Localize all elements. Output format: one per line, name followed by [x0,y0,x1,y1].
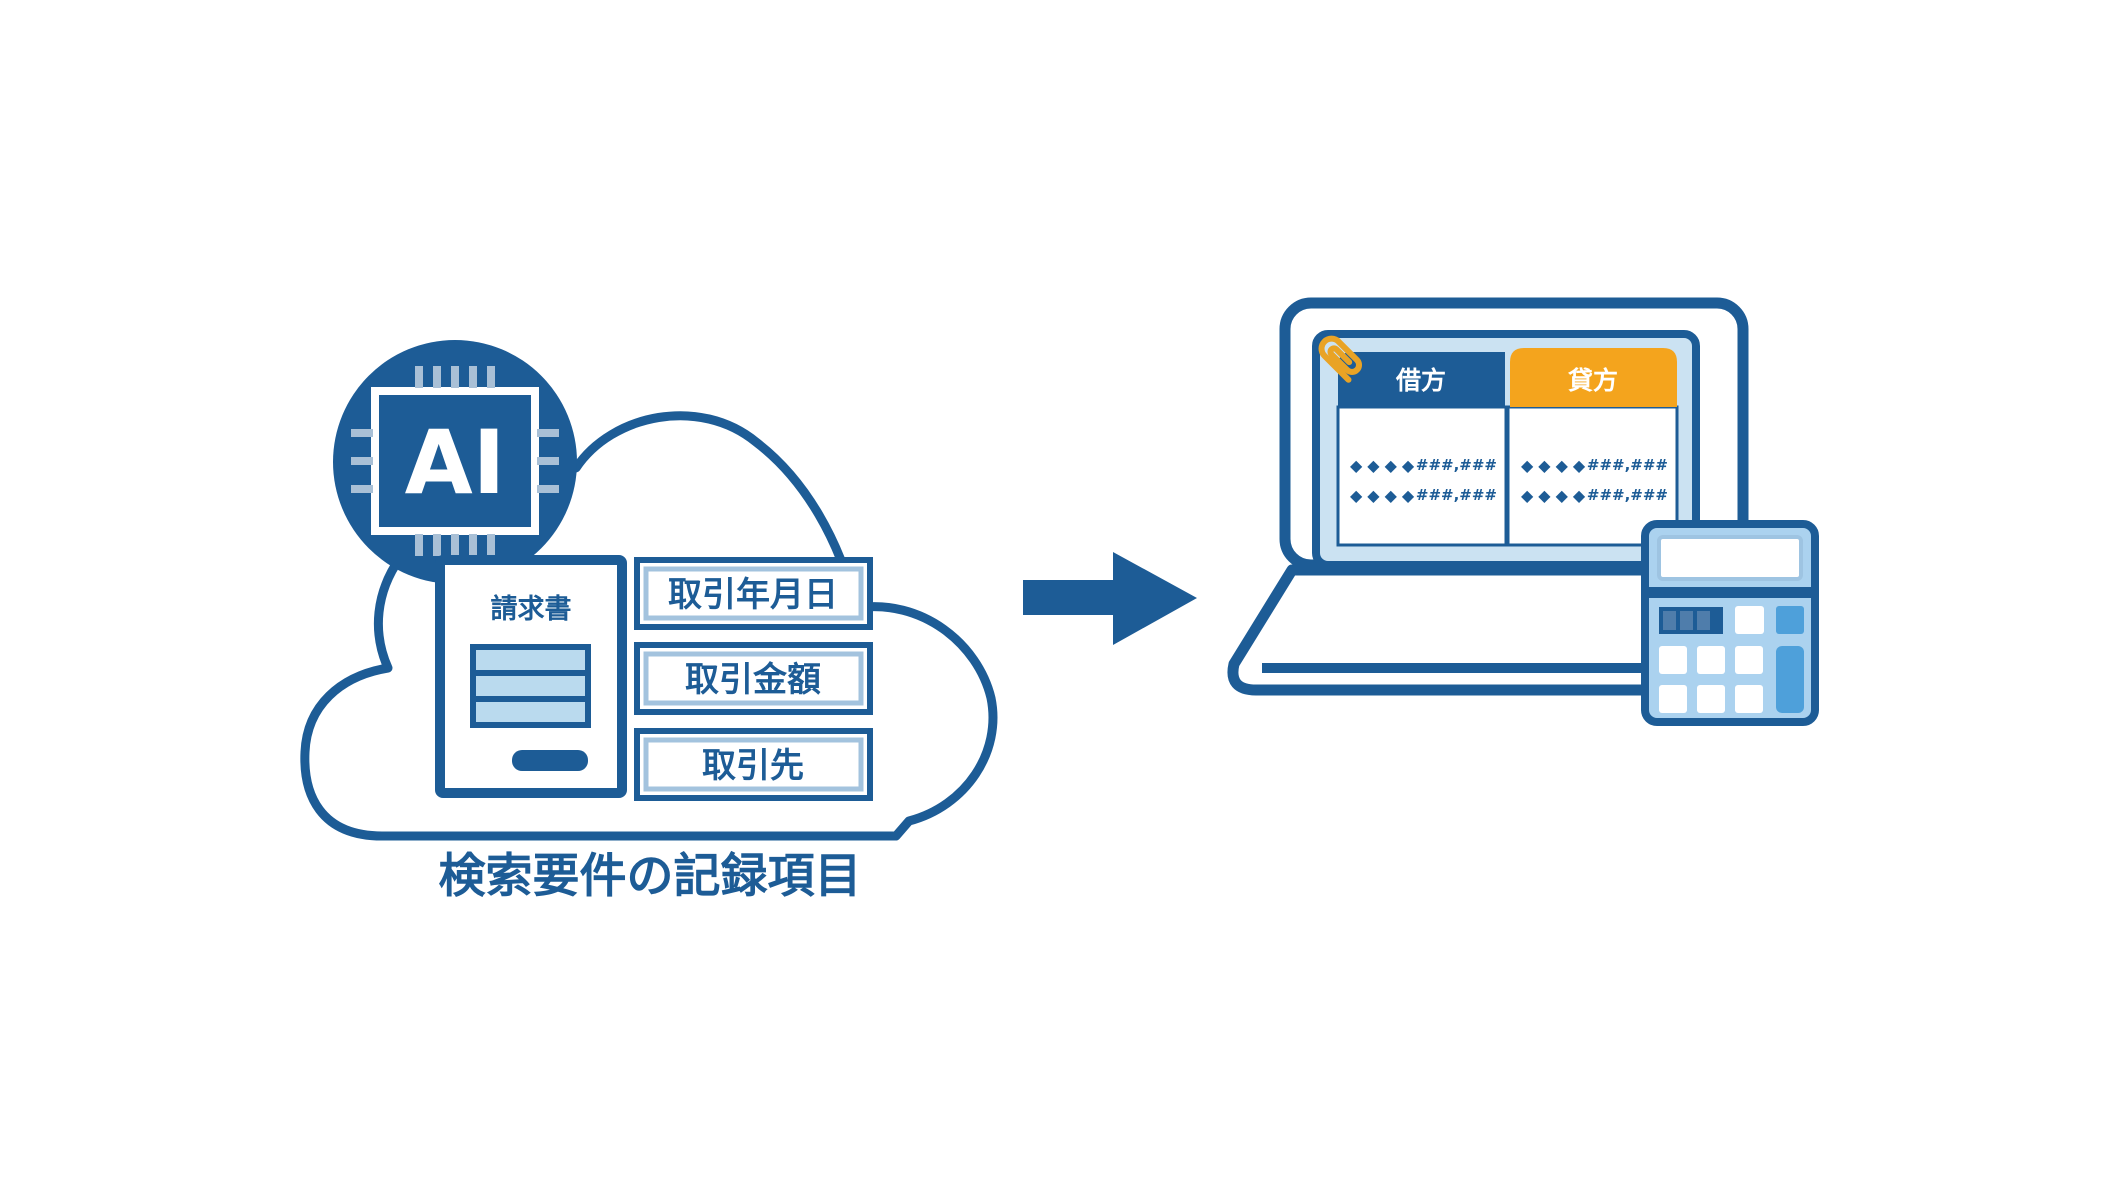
record-item-label: 取引金額 [685,660,821,700]
table-row: ◆◆◆◆ ###,### [1350,456,1497,475]
table-row: ◆◆◆◆ ###,### [1521,486,1668,505]
svg-text:◆◆◆◆: ◆◆◆◆ [1521,486,1590,505]
credit-tab [1510,348,1677,407]
credit-tab-label: 貸方 [1568,366,1618,395]
svg-text:◆◆◆◆: ◆◆◆◆ [1350,486,1419,505]
invoice-lines [470,644,591,728]
record-item-box-partner: 取引先 [634,728,873,801]
record-item-box-amount: 取引金額 [634,642,873,715]
calculator-keys [1659,606,1804,713]
calculator-display [1657,535,1803,581]
record-item-label: 取引先 [702,746,804,786]
record-item-box-date: 取引年月日 [634,557,873,630]
svg-text:◆◆◆◆: ◆◆◆◆ [1521,456,1590,475]
calculator-memory-display [1659,607,1723,634]
search-requirements-cloud-group: AI 請求書 取引年月日 取引金額 取引 [300,340,998,904]
svg-text:◆◆◆◆: ◆◆◆◆ [1350,456,1419,475]
ai-chip-pins-right [537,429,559,493]
ai-label: AI [405,411,506,514]
invoice-title: 請求書 [491,593,572,625]
debit-tab-label: 借方 [1395,366,1446,395]
ai-chip-pins-left [351,429,373,493]
table-row: ◆◆◆◆ ###,### [1521,456,1668,475]
calculator-equals-key [1776,646,1804,713]
ai-chip-body [371,387,539,535]
debit-tab [1338,352,1505,407]
table-row: ◆◆◆◆ ###,### [1350,486,1497,505]
invoice-document: 請求書 [435,555,627,798]
svg-text:###,###: ###,### [1416,486,1497,504]
calculator-divider [1645,587,1815,598]
laptop-icon: 借方 貸方 ◆◆◆◆ ###,### ◆◆◆◆ ###,### ◆◆◆◆ ###… [1227,297,1803,696]
svg-text:###,###: ###,### [1587,456,1668,474]
ai-chip-pins-bottom [415,534,495,556]
calculator-icon [1641,520,1819,726]
svg-text:###,###: ###,### [1587,486,1668,504]
arrow-right-icon [1023,552,1197,645]
diagram-caption: 検索要件の記録項目 [439,849,862,904]
ai-chip-pins-top [415,366,495,388]
ai-chip-icon: AI [333,340,577,584]
paperclip-icon [1318,335,1362,383]
invoice-signature-bar [512,750,588,771]
record-item-label: 取引年月日 [668,575,838,615]
svg-text:###,###: ###,### [1416,456,1497,474]
journal-table: 借方 貸方 ◆◆◆◆ ###,### ◆◆◆◆ ###,### ◆◆◆◆ ###… [1336,348,1679,547]
ai-badge-circle [333,340,577,584]
